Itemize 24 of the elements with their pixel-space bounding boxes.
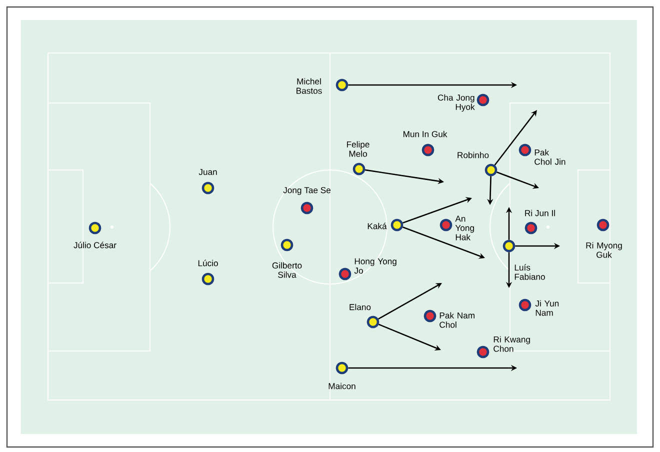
player-name: Michel Bastos	[296, 78, 322, 94]
player-name: Lúcio	[198, 260, 218, 266]
player-name: Juan	[198, 169, 217, 175]
player-name: Felipe Melo	[347, 141, 370, 157]
player-name: Maicon	[328, 382, 356, 390]
player-name: Gilberto Silva	[272, 262, 302, 278]
player-name: Mun In Guk	[403, 130, 448, 138]
player-name: Cha Jong Hyok	[438, 94, 475, 112]
arrow	[378, 283, 442, 320]
player-name: Jong Tae Se	[283, 187, 330, 195]
player-name: Júlio César	[74, 242, 116, 248]
player-name: Pak Chol Jin	[534, 149, 566, 165]
player-name: Ri Jun Il	[525, 210, 555, 216]
player-name: Ri Kwang Chon	[494, 336, 530, 352]
player-name: Ri Myong Guk	[586, 242, 622, 258]
player-name: An Yong Hak	[455, 216, 474, 240]
player-name: Luís Fabiano	[514, 264, 545, 280]
player-name: Kaká	[368, 222, 387, 230]
arrow	[494, 110, 537, 166]
player-name: Ji Yun Nam	[535, 300, 559, 316]
player-name: Robinho	[458, 152, 489, 158]
player-name: Hong Yong Jo	[354, 258, 396, 274]
player-name: Elano	[350, 304, 371, 310]
player-name: Pak Nam Chol	[440, 312, 474, 328]
